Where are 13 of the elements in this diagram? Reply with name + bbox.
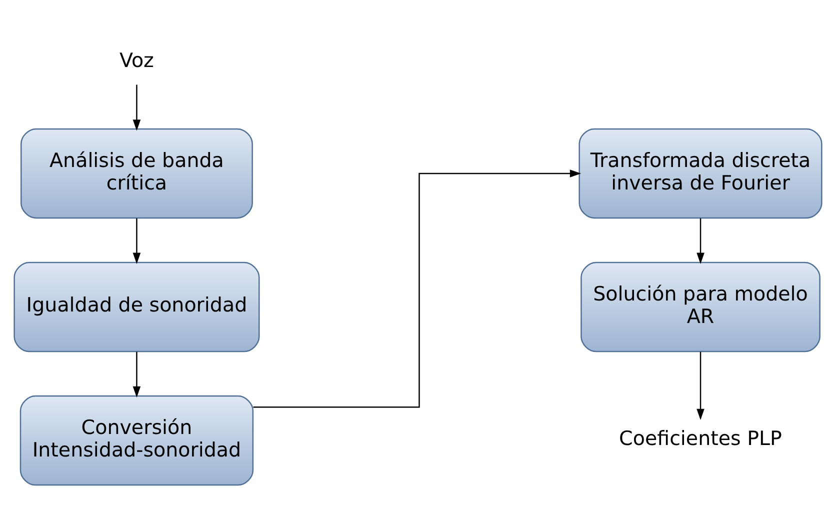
arrow xyxy=(132,84,140,130)
node-box: Igualdad de sonoridad xyxy=(13,261,260,352)
arrow xyxy=(132,218,140,264)
node-text: Voz xyxy=(118,48,154,72)
arrow xyxy=(252,169,581,408)
arrow xyxy=(696,351,704,420)
node-text: Coeficientes PLP xyxy=(618,426,782,450)
node-box: Conversión Intensidad-sonoridad xyxy=(19,394,254,486)
node-box: Análisis de banda crítica xyxy=(20,128,252,218)
node-box: Transformada discreta inversa de Fourier xyxy=(578,128,822,218)
arrow xyxy=(132,351,140,397)
arrow xyxy=(696,218,704,264)
node-box: Solución para modelo AR xyxy=(580,261,820,352)
